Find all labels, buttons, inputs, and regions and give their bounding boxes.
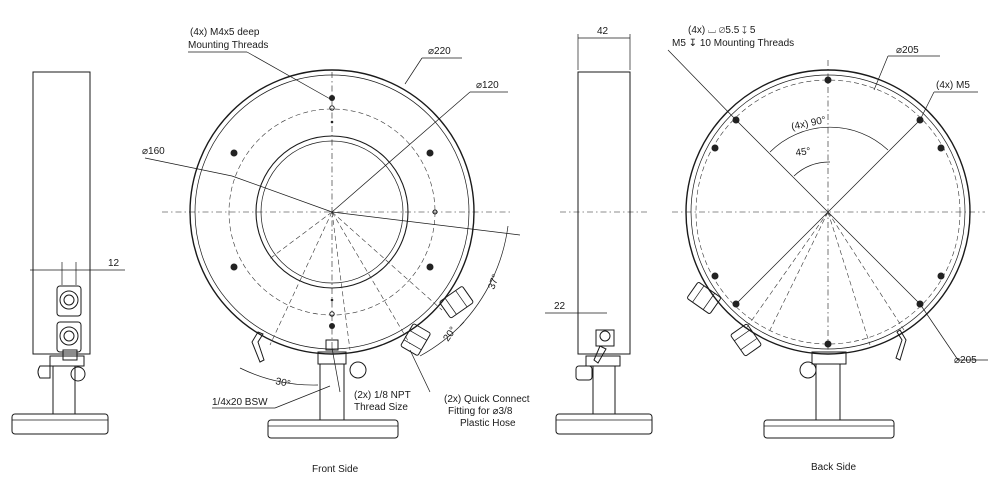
counterbore-depth: 5 bbox=[750, 25, 756, 36]
front-aperture bbox=[255, 135, 409, 289]
angle-45-label: 45° bbox=[795, 146, 812, 159]
dia-120-leader bbox=[331, 91, 471, 213]
left-fitting-lower bbox=[56, 321, 82, 353]
back-fitting-lower bbox=[730, 323, 762, 357]
m5-4x-label: (4x) M5 bbox=[936, 80, 970, 91]
left-fitting-upper-ring bbox=[59, 290, 79, 310]
dia-220-value: 220 bbox=[434, 46, 451, 57]
counterbore-label-2: M5 ↧ 10 Mounting Threads bbox=[672, 38, 794, 49]
back-fitting-left bbox=[687, 282, 721, 314]
back-knob bbox=[799, 361, 817, 379]
back-npt-fitting bbox=[895, 329, 907, 361]
dia-205-bottom-label: ⌀205 bbox=[954, 355, 977, 366]
angle-20-label: 20° bbox=[441, 325, 459, 344]
middle-knob bbox=[575, 365, 593, 381]
back-hole bbox=[824, 76, 832, 84]
front-side-caption: Front Side bbox=[312, 464, 359, 475]
left-side-view: 12 bbox=[11, 71, 125, 435]
dia-120-label: ⌀120 bbox=[476, 80, 499, 91]
dia-160-label: ⌀160 bbox=[142, 146, 165, 157]
angle-30-arc bbox=[239, 367, 319, 386]
qc-label-2: Fitting for ⌀3/8 bbox=[448, 406, 513, 417]
bsw-leader bbox=[274, 385, 331, 409]
dia-205-top-value: 205 bbox=[902, 45, 919, 56]
dim-22-label: 22 bbox=[554, 301, 566, 312]
dia-160-leader bbox=[144, 157, 233, 177]
npt-label-2: Thread Size bbox=[354, 402, 408, 413]
dia-220-leader bbox=[404, 57, 423, 85]
dia-205-bottom-leader bbox=[919, 303, 959, 361]
front-hole bbox=[230, 263, 238, 271]
dia-220-label: ⌀220 bbox=[428, 46, 451, 57]
front-hole bbox=[426, 263, 434, 271]
left-fitting-upper bbox=[56, 285, 82, 317]
counterbore-dia: 5.5 bbox=[725, 25, 739, 36]
front-hole bbox=[426, 149, 434, 157]
front-hole bbox=[230, 149, 238, 157]
middle-post bbox=[592, 365, 616, 415]
m5-leader bbox=[919, 91, 935, 121]
qc-dia-value: 3/8 bbox=[499, 406, 513, 417]
counterbore-leader bbox=[667, 49, 737, 121]
middle-base bbox=[555, 413, 653, 435]
qc-label-2-text: Fitting for bbox=[448, 406, 490, 417]
back-post bbox=[815, 363, 841, 421]
qc-label-3: Plastic Hose bbox=[460, 418, 516, 429]
back-base bbox=[763, 419, 895, 439]
angle-37-arc bbox=[459, 225, 509, 327]
m5-suffix: 10 Mounting Threads bbox=[700, 38, 794, 49]
middle-body bbox=[577, 71, 631, 355]
dim-12-label: 12 bbox=[108, 258, 120, 269]
dia-160-value: 160 bbox=[148, 146, 165, 157]
mount-thread-label-2: Mounting Threads bbox=[188, 40, 268, 51]
dim-42-label: 42 bbox=[597, 26, 609, 37]
back-hole bbox=[824, 340, 832, 348]
back-view: (4x) ⌴ ⌀5.5 ↧ 5 M5 ↧ 10 Mounting Threads… bbox=[667, 25, 988, 473]
dia-205-bottom-value: 205 bbox=[960, 355, 977, 366]
qc-leader bbox=[409, 349, 431, 393]
front-view: (4x) M4x5 deep Mounting Threads ⌀220 ⌀12… bbox=[142, 27, 530, 475]
back-bolt-circle bbox=[695, 79, 961, 345]
m5-prefix: M5 bbox=[672, 38, 686, 49]
angle-20-arc bbox=[419, 321, 465, 357]
counterbore-label-1: (4x) ⌴ ⌀5.5 ↧ 5 bbox=[688, 25, 756, 36]
angle-90-arc bbox=[769, 126, 889, 153]
front-base bbox=[267, 419, 399, 439]
angle-45-arc bbox=[793, 161, 831, 177]
left-post bbox=[52, 365, 76, 415]
angle-30-label: 30° bbox=[274, 376, 291, 390]
middle-side-view: 42 22 bbox=[545, 26, 653, 435]
front-knob bbox=[349, 361, 367, 379]
middle-fitting bbox=[595, 329, 615, 347]
dia-120-value: 120 bbox=[482, 80, 499, 91]
back-side-caption: Back Side bbox=[811, 462, 856, 473]
dia-205-top-label: ⌀205 bbox=[896, 45, 919, 56]
front-outer-ring bbox=[189, 69, 475, 355]
qc-label-1: (2x) Quick Connect bbox=[444, 394, 530, 405]
bsw-label: 1/4x20 BSW bbox=[212, 397, 268, 408]
left-base bbox=[11, 413, 109, 435]
mount-thread-label-1: (4x) M4x5 deep bbox=[190, 27, 260, 38]
left-knob bbox=[70, 366, 86, 382]
counterbore-count: (4x) bbox=[688, 25, 705, 36]
front-npt-fitting bbox=[251, 331, 265, 363]
dia-205-top-leader bbox=[873, 55, 889, 91]
mount-leader bbox=[246, 51, 333, 101]
front-post bbox=[319, 363, 345, 421]
left-body bbox=[32, 71, 91, 355]
front-bolt-circle bbox=[228, 108, 436, 316]
front-quick-fitting-lower bbox=[400, 323, 431, 356]
npt-label-1: (2x) 1/8 NPT bbox=[354, 390, 411, 401]
front-quick-fitting-right bbox=[439, 286, 474, 319]
back-outer-ring bbox=[685, 69, 971, 355]
angle-37-label: 37° bbox=[486, 273, 502, 291]
